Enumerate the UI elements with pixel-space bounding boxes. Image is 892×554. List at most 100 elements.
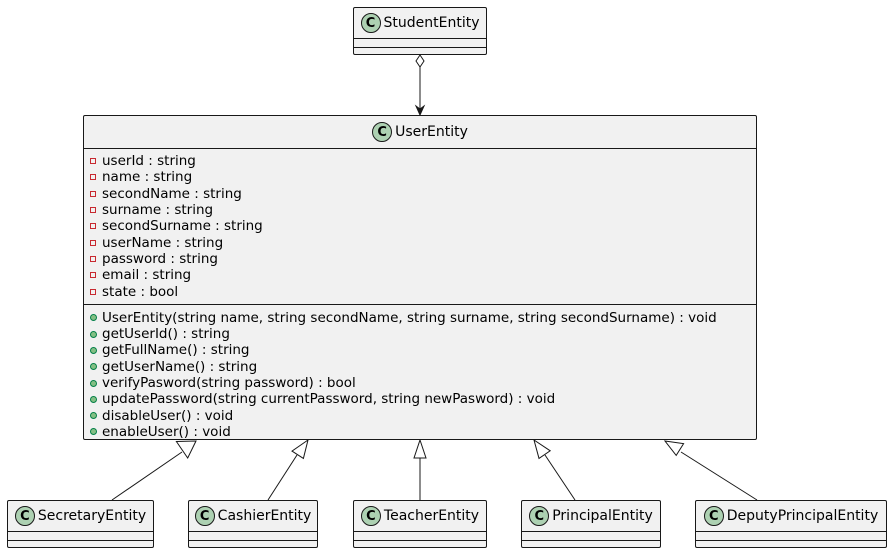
public-visibility-icon xyxy=(90,428,97,436)
method-text: getFullName() : string xyxy=(102,342,250,359)
method-row: verifyPasword(string password) : bool xyxy=(84,375,756,391)
inheritance-edge-teacher xyxy=(413,438,427,500)
class-header: C SecretaryEntity xyxy=(8,501,153,532)
class-deputy-principal-entity[interactable]: C DeputyPrincipalEntity xyxy=(695,500,887,548)
class-header: C CashierEntity xyxy=(189,501,317,532)
inheritance-triangle xyxy=(291,438,309,460)
class-cashier-entity[interactable]: C CashierEntity xyxy=(188,500,318,548)
class-c-icon: C xyxy=(360,13,381,33)
class-c-icon: C xyxy=(703,506,724,526)
methods-section xyxy=(189,540,317,548)
inheritance-triangle xyxy=(663,440,685,457)
attribute-row: email : string xyxy=(84,267,756,283)
private-visibility-icon xyxy=(90,272,96,279)
attributes-section xyxy=(696,532,886,540)
inheritance-edge-principal xyxy=(533,438,576,501)
public-visibility-icon xyxy=(90,363,97,371)
class-teacher-entity[interactable]: C TeacherEntity xyxy=(353,500,487,548)
aggregation-diamond xyxy=(415,54,425,68)
class-c-icon: C xyxy=(194,506,215,526)
navigation-arrowhead xyxy=(414,104,426,117)
inheritance-triangle xyxy=(175,440,197,459)
method-text: updatePassword(string currentPassword, s… xyxy=(102,391,556,408)
attribute-row: secondSurname : string xyxy=(84,218,756,234)
method-row: disableUser() : void xyxy=(84,407,756,424)
class-c-icon: C xyxy=(372,122,393,142)
method-row: getUserName() : string xyxy=(84,359,756,375)
class-principal-entity[interactable]: C PrincipalEntity xyxy=(521,500,661,548)
class-name: SecretaryEntity xyxy=(37,508,147,524)
methods-section: UserEntity(string name, string secondNam… xyxy=(84,303,756,440)
private-visibility-icon xyxy=(90,239,96,246)
method-row: enableUser() : void xyxy=(84,424,756,440)
private-visibility-icon xyxy=(90,190,96,197)
attribute-row: name : string xyxy=(84,169,756,185)
class-student-entity[interactable]: C StudentEntity xyxy=(353,7,487,55)
inheritance-edge-cashier xyxy=(267,438,309,501)
class-header: C UserEntity xyxy=(84,116,756,149)
inheritance-triangle xyxy=(413,438,427,459)
methods-section xyxy=(522,540,660,548)
class-c-icon: C xyxy=(529,506,550,526)
attributes-section xyxy=(522,532,660,540)
attribute-text: surname : string xyxy=(102,202,214,219)
method-row: getUserId() : string xyxy=(84,326,756,342)
method-text: UserEntity(string name, string secondNam… xyxy=(102,309,717,326)
method-text: verifyPasword(string password) : bool xyxy=(102,375,356,391)
private-visibility-icon xyxy=(90,207,96,214)
private-visibility-icon xyxy=(90,223,96,230)
attributes-section xyxy=(354,39,486,47)
method-text: enableUser() : void xyxy=(102,423,231,440)
attribute-row: userId : string xyxy=(84,153,756,169)
inheritance-triangle xyxy=(533,438,552,460)
attribute-text: secondName : string xyxy=(102,185,242,202)
public-visibility-icon xyxy=(90,330,97,338)
attribute-text: userId : string xyxy=(102,153,196,170)
attribute-row: state : bool xyxy=(84,283,756,300)
method-row: updatePassword(string currentPassword, s… xyxy=(84,391,756,407)
private-visibility-icon xyxy=(90,158,96,165)
class-header: C PrincipalEntity xyxy=(522,501,660,532)
attribute-text: state : bool xyxy=(102,283,179,300)
attribute-text: password : string xyxy=(102,250,218,267)
private-visibility-icon xyxy=(90,288,96,295)
public-visibility-icon xyxy=(90,395,97,403)
inheritance-edge-deputy xyxy=(663,440,758,501)
private-visibility-icon xyxy=(90,174,96,181)
methods-section xyxy=(354,47,486,55)
methods-section xyxy=(8,540,153,548)
attributes-section xyxy=(189,532,317,540)
class-header: C DeputyPrincipalEntity xyxy=(696,501,886,532)
attributes-section: userId : string name : string secondName… xyxy=(84,149,756,304)
class-user-entity[interactable]: C UserEntity userId : string name : stri… xyxy=(83,115,757,440)
methods-section xyxy=(354,540,486,548)
method-text: getUserId() : string xyxy=(102,326,230,343)
class-name: CashierEntity xyxy=(217,508,312,524)
class-c-icon: C xyxy=(360,506,381,526)
class-name: PrincipalEntity xyxy=(552,508,653,524)
class-name: StudentEntity xyxy=(383,15,480,31)
method-row: UserEntity(string name, string secondNam… xyxy=(84,310,756,326)
class-header: C StudentEntity xyxy=(354,8,486,39)
attributes-section xyxy=(8,532,153,540)
public-visibility-icon xyxy=(90,379,97,387)
public-visibility-icon xyxy=(90,314,97,322)
attribute-row: surname : string xyxy=(84,202,756,218)
methods-section xyxy=(696,540,886,548)
attributes-section xyxy=(354,532,486,540)
attribute-text: name : string xyxy=(102,169,193,186)
private-visibility-icon xyxy=(90,255,96,262)
attribute-row: secondName : string xyxy=(84,186,756,202)
class-name: UserEntity xyxy=(395,124,468,140)
aggregation-edge-student-user xyxy=(414,54,426,117)
attribute-text: userName : string xyxy=(102,234,224,251)
class-name: DeputyPrincipalEntity xyxy=(726,508,879,524)
inheritance-edge-secretary xyxy=(111,440,197,501)
method-text: disableUser() : void xyxy=(102,407,234,424)
attribute-row: userName : string xyxy=(84,234,756,251)
class-secretary-entity[interactable]: C SecretaryEntity xyxy=(7,500,154,548)
class-c-icon: C xyxy=(14,506,35,526)
class-name: TeacherEntity xyxy=(383,508,480,524)
attribute-text: email : string xyxy=(102,267,192,284)
